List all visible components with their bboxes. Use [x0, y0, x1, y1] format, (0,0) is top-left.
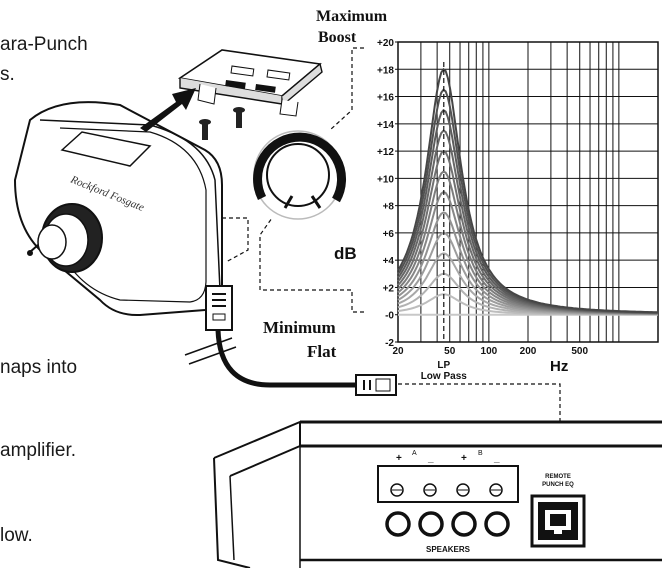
mounting-bracket — [177, 49, 323, 117]
text-fragment-3: naps into — [0, 357, 78, 378]
y-tick-label: +6 — [383, 229, 395, 240]
y-tick-label: +20 — [377, 38, 394, 49]
x-tick-label: 200 — [520, 346, 537, 357]
x-tick-label: 50 — [444, 346, 456, 357]
eq-curve — [397, 67, 659, 314]
remote-label-2: PUNCH EQ — [542, 482, 574, 488]
y-tick-label: +16 — [377, 93, 394, 104]
x-tick-label: 20 — [392, 346, 404, 357]
screws-icon — [199, 107, 245, 140]
terminal-screws — [390, 483, 503, 497]
y-tick-label: -2 — [385, 338, 394, 349]
channel-b-label: B — [478, 450, 483, 457]
x-tick-label: 100 — [481, 346, 498, 357]
y-tick-label: +12 — [377, 147, 394, 158]
y-tick-label: +2 — [383, 283, 395, 294]
speakers-label: SPEAKERS — [426, 545, 471, 554]
minus-a: _ — [427, 453, 434, 464]
max-boost-subtitle: Boost — [318, 29, 357, 46]
db-label: dB — [334, 244, 357, 263]
attach-arrow-icon — [140, 88, 196, 132]
amplifier-unit: + A _ + B _ SPEAKERS REMOTE PUNCH EQ — [213, 420, 662, 568]
remote-cable — [184, 285, 397, 396]
remote-knob-unit: Rockford Fosgate — [13, 101, 223, 317]
min-flat-subtitle: Flat — [307, 342, 337, 361]
remote-label-1: REMOTE — [545, 474, 571, 480]
x-tick-label: 500 — [571, 346, 588, 357]
y-tick-label: +4 — [383, 256, 395, 267]
eq-curves — [397, 67, 659, 316]
text-fragment-1: ara-Punch — [0, 34, 88, 55]
y-tick-label: -0 — [385, 311, 394, 322]
rj-plug-icon — [205, 285, 233, 331]
plus-b: + — [461, 453, 467, 464]
y-tick-label: +18 — [377, 65, 394, 76]
y-tick-labels: -2 -0 +2 +4 +6 +8 +10 +12 +14 +16 +18 +20 — [377, 38, 398, 349]
max-boost-title: Maximum — [316, 8, 388, 25]
gain-dial-icon — [253, 130, 347, 220]
min-flat-title: Minimum — [263, 318, 336, 337]
x-tick-labels: 20 50 100 200 500 — [392, 346, 588, 357]
x-axis-label: Hz — [550, 358, 568, 375]
plus-a: + — [396, 453, 402, 464]
text-fragment-2: s. — [0, 64, 15, 85]
low-pass-sublabel: Low Pass — [421, 371, 468, 382]
channel-a-label: A — [412, 450, 417, 457]
speaker-ports-icon — [385, 511, 510, 537]
y-tick-label: +14 — [377, 120, 394, 131]
low-pass-label: LP — [437, 360, 450, 371]
minus-b: _ — [493, 453, 500, 464]
y-tick-label: +8 — [383, 202, 395, 213]
text-fragment-4: amplifier. — [0, 440, 77, 461]
y-tick-label: +10 — [377, 174, 394, 185]
text-fragment-5: low. — [0, 525, 33, 546]
